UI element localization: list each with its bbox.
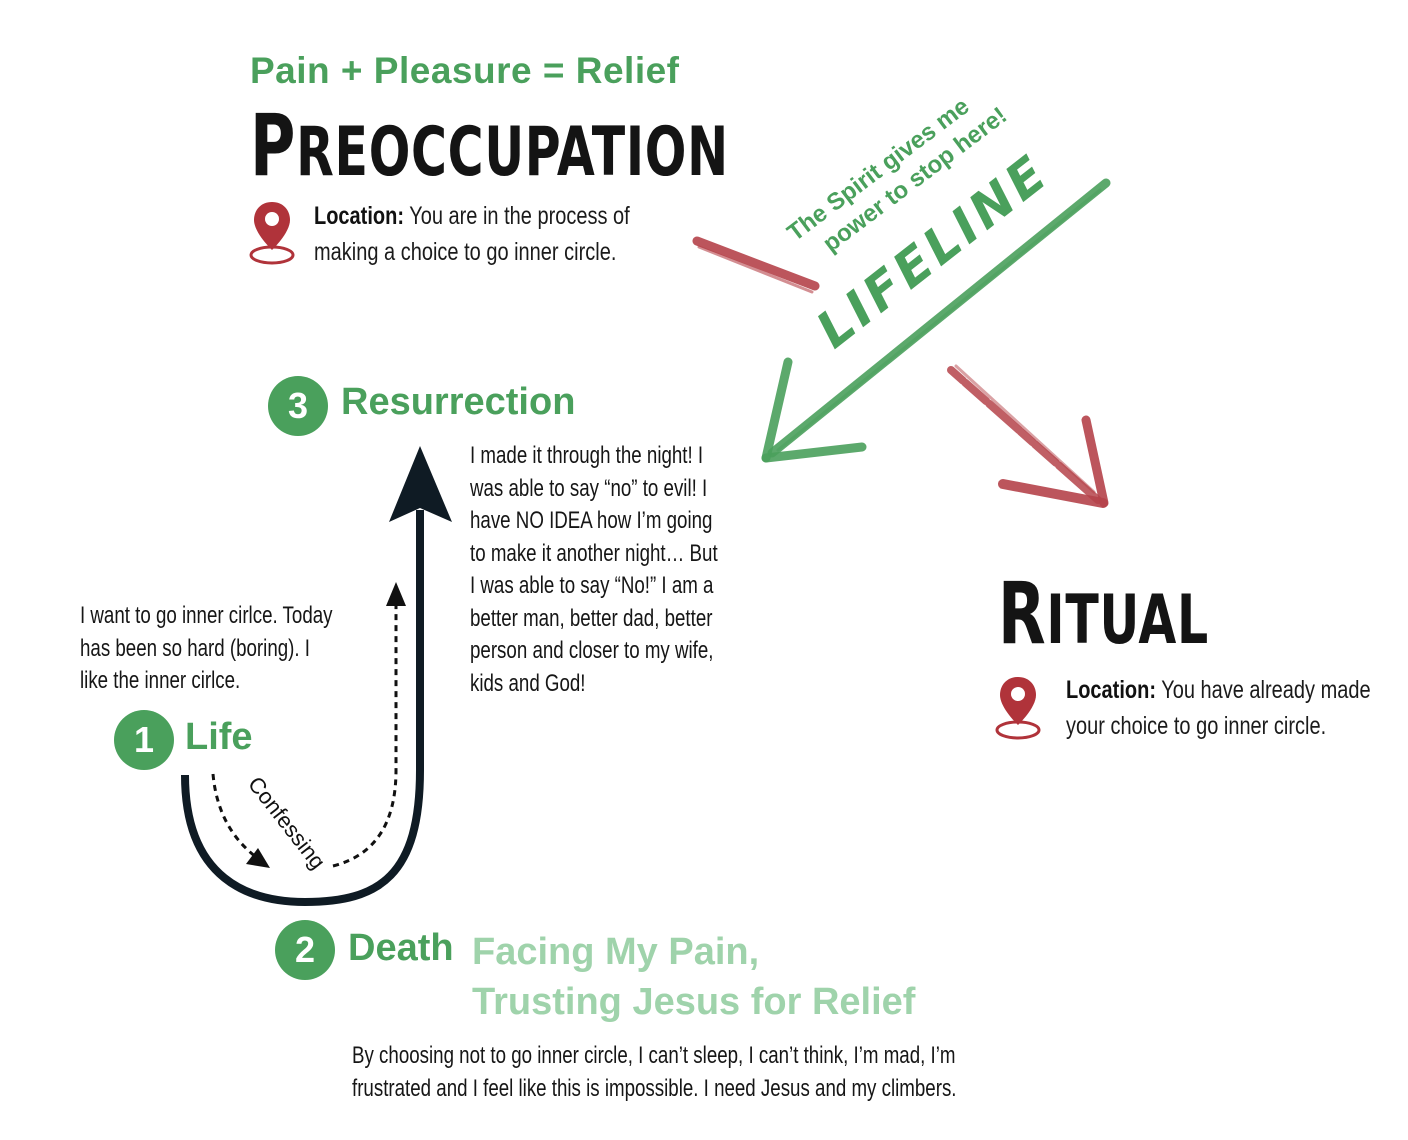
- ritual-title-first: R: [998, 564, 1047, 664]
- formula-subtitle: Pain + Pleasure = Relief: [250, 50, 680, 91]
- step-3-label: Resurrection: [341, 381, 576, 423]
- resurrection-line: I made it through the night! I: [470, 442, 704, 469]
- dashed-arrowhead-down: [246, 848, 270, 868]
- lifeline-arrow: [761, 178, 1111, 463]
- step-2-badge: 2: [275, 920, 335, 980]
- ritual-title: RITUAL: [998, 571, 1209, 657]
- dashed-arrowhead-up: [386, 582, 406, 606]
- death-subtitle-line1: Facing My Pain,: [472, 931, 760, 973]
- location-pin-icon: [249, 202, 295, 265]
- death-subtitle-line2: Trusting Jesus for Relief: [472, 981, 916, 1023]
- resurrection-line: to make it another night… But: [470, 539, 718, 567]
- preoccupation-location-line1: You are in the process of: [409, 202, 630, 230]
- ritual-location-line2: your choice to go inner circle.: [1066, 712, 1327, 740]
- life-line: like the inner cirlce.: [80, 667, 241, 694]
- resurrection-line: I was able to say “No!” I am a: [470, 572, 714, 599]
- red-arrow: [692, 236, 1109, 508]
- preoccupation-location-label: Location:: [314, 202, 404, 230]
- resurrection-line: was able to say “no” to evil! I: [470, 474, 708, 502]
- resurrection-text: I made it through the night! I was able …: [470, 440, 727, 700]
- ritual-location-label: Location:: [1066, 676, 1156, 704]
- preoccupation-location-line2: making a choice to go inner circle.: [314, 238, 617, 266]
- resurrection-line: better man, better dad, better: [470, 604, 713, 632]
- life-text: I want to go inner cirlce. Today has bee…: [80, 600, 353, 698]
- preoccupation-title-rest: REOCCUPATION: [296, 113, 729, 192]
- resurrection-line: person and closer to my wife,: [470, 637, 714, 664]
- life-line: has been so hard (boring). I: [80, 634, 310, 662]
- ritual-location-line1: You have already made: [1161, 676, 1371, 704]
- preoccupation-title: PREOCCUPATION: [250, 103, 729, 189]
- dashed-arrows: [211, 605, 398, 868]
- preoccupation-title-first: P: [250, 96, 297, 196]
- resurrection-line: kids and God!: [470, 669, 586, 697]
- preoccupation-location: Location: You are in the process of maki…: [314, 198, 650, 270]
- death-text: By choosing not to go inner circle, I ca…: [352, 1040, 968, 1105]
- death-subtitle: Facing My Pain, Trusting Jesus for Relie…: [472, 927, 915, 1027]
- ritual-location: Location: You have already made your cho…: [1066, 672, 1394, 744]
- resurrection-line: have NO IDEA how I’m going: [470, 507, 713, 534]
- step-1-label: Life: [185, 716, 253, 758]
- cycle-arrow: [181, 446, 452, 907]
- location-pin-icon: [995, 677, 1041, 740]
- step-2-label: Death: [348, 927, 454, 969]
- ritual-title-rest: ITUAL: [1046, 581, 1209, 660]
- step-1-badge: 1: [114, 710, 174, 770]
- life-line: I want to go inner cirlce. Today: [80, 602, 333, 629]
- death-line: frustrated and I feel like this is impos…: [352, 1074, 957, 1102]
- death-line: By choosing not to go inner circle, I ca…: [352, 1042, 956, 1069]
- step-3-badge: 3: [268, 376, 328, 436]
